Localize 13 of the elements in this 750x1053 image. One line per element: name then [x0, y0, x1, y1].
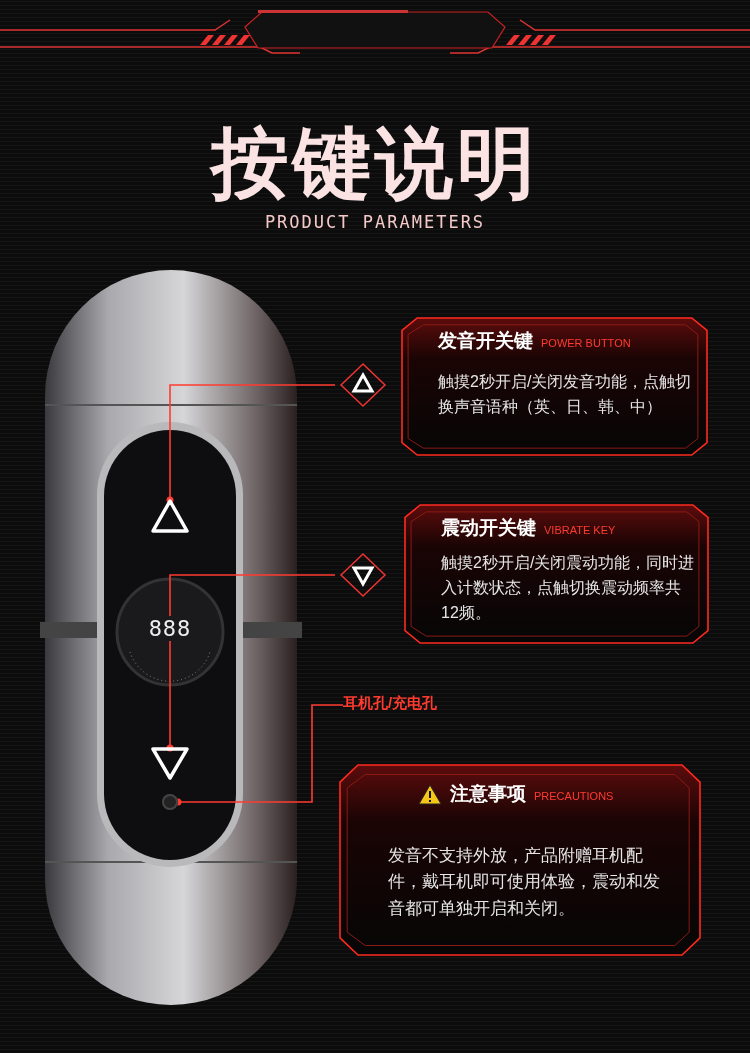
title: 按键说明 [208, 118, 540, 209]
card-subheading: POWER BUTTON [541, 337, 631, 349]
card-subheading: PRECAUTIONS [534, 790, 614, 802]
card-text: 发音不支持外放，产品附赠耳机配件，戴耳机即可使用体验，震动和发音都可单独开启和关闭。 [388, 845, 660, 920]
card-heading: 注意事项 [450, 782, 526, 806]
card-subheading: VIBRATE KEY [544, 524, 616, 536]
leader-line [166, 384, 336, 504]
card-text: 触摸2秒开启/关闭发音功能，点触切换声音语种（英、日、韩、中） [438, 372, 693, 417]
subtitle: PRODUCT PARAMETERS [263, 212, 487, 232]
card-heading: 发音开关键 [438, 329, 533, 353]
callout-label: 耳机孔/充电孔 [343, 694, 438, 711]
card-heading: 震动开关键 [441, 516, 536, 540]
card-text: 触摸2秒开启/关闭震动功能，同时进入计数状态，点触切换震动频率共12频。 [441, 553, 696, 623]
